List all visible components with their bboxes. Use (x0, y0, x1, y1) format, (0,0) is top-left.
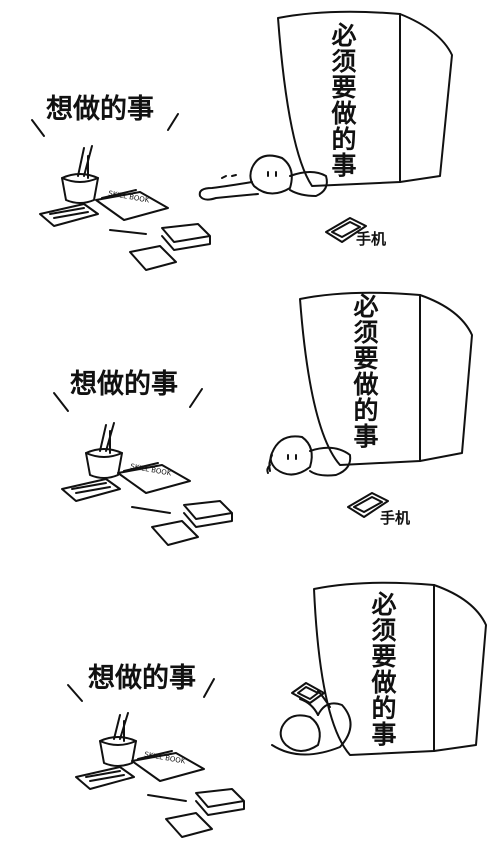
person-arm (300, 691, 330, 715)
emphasis-mark-left (68, 685, 82, 701)
phone-screen (332, 222, 360, 237)
must-do-box-side (420, 295, 472, 461)
person-body (272, 703, 351, 754)
paper-lines (72, 483, 110, 493)
paint-bucket (62, 174, 98, 203)
phone-screen (354, 497, 382, 512)
paper-stack (62, 479, 120, 501)
person-head (271, 436, 312, 474)
sketchbook (118, 465, 190, 493)
sketchbook (132, 753, 204, 781)
phone (292, 683, 324, 703)
must-do-label: 必须要做的事 (328, 22, 357, 178)
must-do-label: 必须要做的事 (350, 293, 379, 449)
paper-lines (86, 771, 124, 781)
sketchbook-spine (102, 190, 136, 198)
small-notebook (130, 246, 176, 270)
bucket-rim (100, 741, 136, 745)
panel-2-drawing (0, 285, 497, 575)
person-head (281, 715, 320, 751)
panel-1-drawing (0, 0, 497, 290)
phone (326, 218, 366, 242)
person-eyes (268, 172, 276, 176)
book-stack (162, 224, 210, 250)
paint-brushes (100, 423, 114, 453)
small-notebook (166, 813, 212, 837)
emphasis-mark-right (168, 114, 178, 130)
book-stack (196, 789, 244, 815)
person-body (290, 172, 327, 196)
small-notebook (152, 521, 198, 545)
paint-brushes (114, 713, 128, 741)
must-do-label: 必须要做的事 (368, 591, 397, 747)
phone-screen (298, 687, 318, 699)
must-do-box (278, 12, 400, 186)
pencil (110, 230, 146, 234)
sketchbook-spine (138, 751, 172, 759)
person-arm (200, 182, 258, 200)
phone (348, 493, 388, 517)
person-arm (267, 455, 272, 473)
paper-stack (40, 204, 98, 226)
comic-panel-2: 想做的事 必须要做的事 手机 SKILL BOOK (0, 285, 497, 575)
emphasis-mark-right (204, 679, 214, 697)
motion-lines (222, 175, 236, 178)
panel-3-drawing (0, 575, 497, 867)
paint-brushes (78, 146, 92, 178)
paint-bucket (86, 449, 122, 478)
emphasis-mark-left (54, 393, 68, 411)
person-body (310, 448, 350, 476)
book-stack (184, 501, 232, 527)
comic-panel-1: 想做的事 必须要做的事 手机 SKILL BOOK (0, 0, 497, 290)
bucket-rim (86, 453, 122, 457)
phone-label: 手机 (380, 509, 411, 527)
must-do-box (300, 293, 420, 465)
paper-lines (50, 208, 88, 218)
pencil (148, 795, 186, 801)
bucket-rim (62, 178, 98, 182)
paper-stack (76, 767, 134, 789)
comic-panel-3: 想做的事 必须要做的事 SKILL BOOK (0, 575, 497, 867)
must-do-box-side (400, 14, 452, 182)
sketchbook-spine (124, 463, 158, 471)
person-eyes (288, 455, 296, 459)
pencil (132, 507, 170, 513)
phone-label: 手机 (356, 230, 387, 248)
must-do-box (314, 583, 434, 755)
want-to-do-label: 想做的事 (70, 369, 178, 400)
emphasis-mark-left (32, 120, 44, 136)
person-head (250, 156, 291, 194)
must-do-box-side (434, 585, 486, 751)
sketchbook (96, 192, 168, 220)
emphasis-mark-right (190, 389, 202, 407)
want-to-do-label: 想做的事 (46, 94, 154, 125)
want-to-do-label: 想做的事 (88, 663, 196, 694)
paint-bucket (100, 737, 136, 766)
